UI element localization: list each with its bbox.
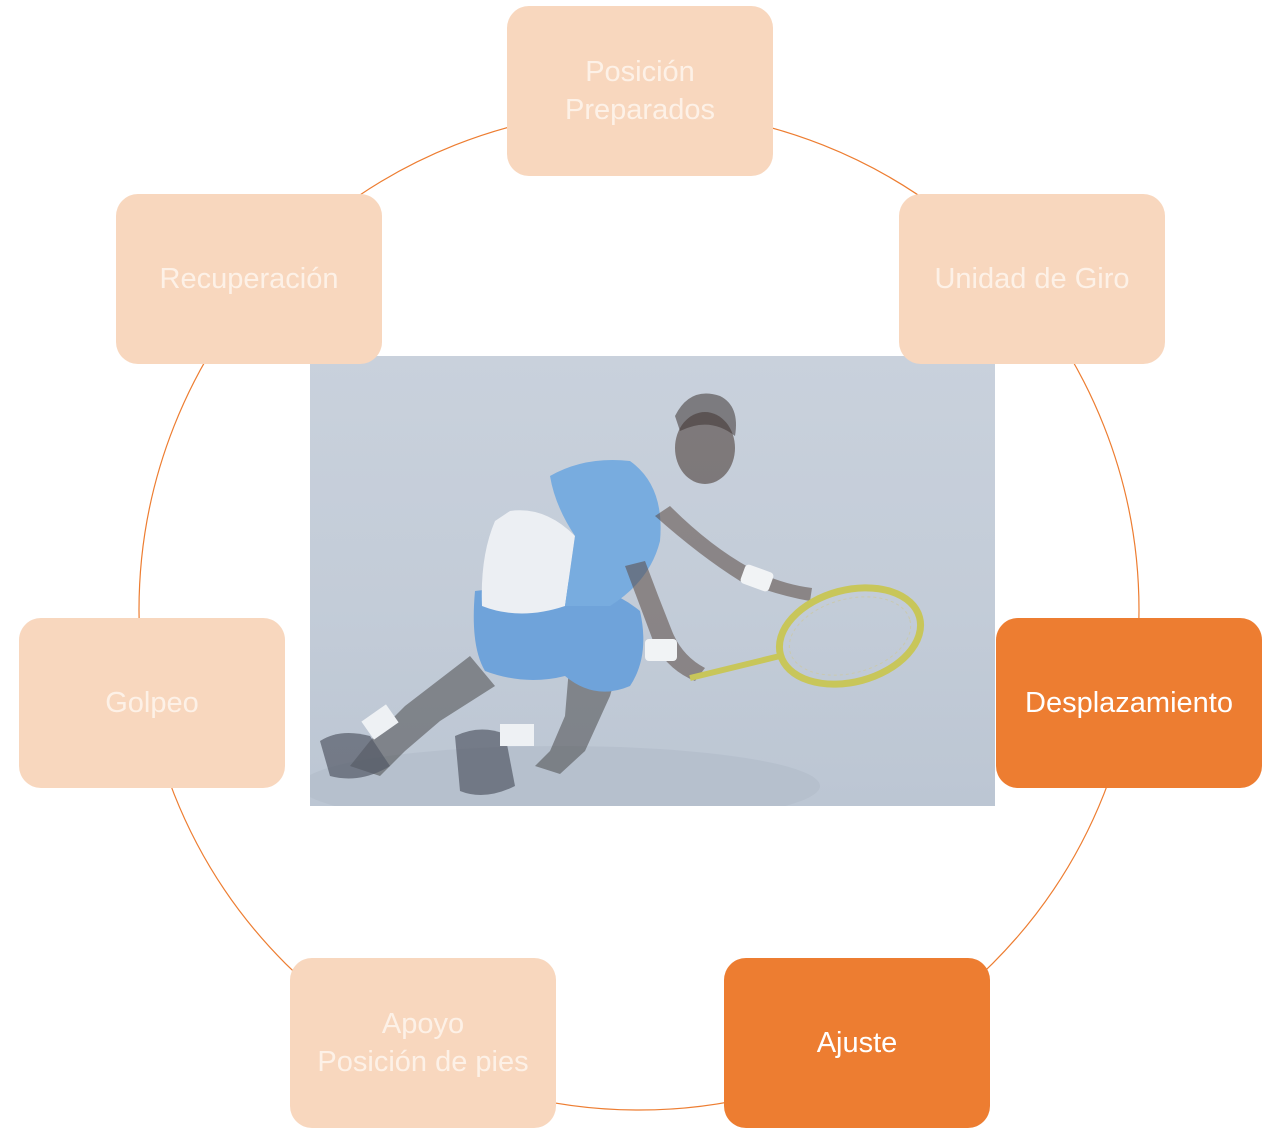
step-label-line: Posición — [585, 56, 695, 88]
step-label-line: Ajuste — [816, 1027, 898, 1059]
step-desplazamiento: Desplazamiento — [996, 618, 1262, 788]
step-label-line: Unidad de Giro — [934, 263, 1130, 295]
step-label-line: Desplazamiento — [1025, 687, 1233, 719]
step-ajuste: Ajuste — [724, 958, 990, 1128]
step-apoyo-posicion-de-pies: Apoyo Posición de pies — [290, 958, 556, 1128]
step-recuperacion: Recuperación — [116, 194, 382, 364]
tennis-player-photo — [310, 356, 995, 806]
step-unidad-de-giro: Unidad de Giro — [899, 194, 1165, 364]
step-label-line: Golpeo — [105, 687, 199, 719]
step-golpeo: Golpeo — [19, 618, 285, 788]
step-label-line: Apoyo — [381, 1008, 465, 1040]
step-label-line: Recuperación — [159, 263, 339, 295]
step-posicion-preparados: Posición Preparados — [507, 6, 773, 176]
step-label-line: Posición de pies — [317, 1046, 529, 1078]
step-label-line: Preparados — [565, 94, 715, 126]
